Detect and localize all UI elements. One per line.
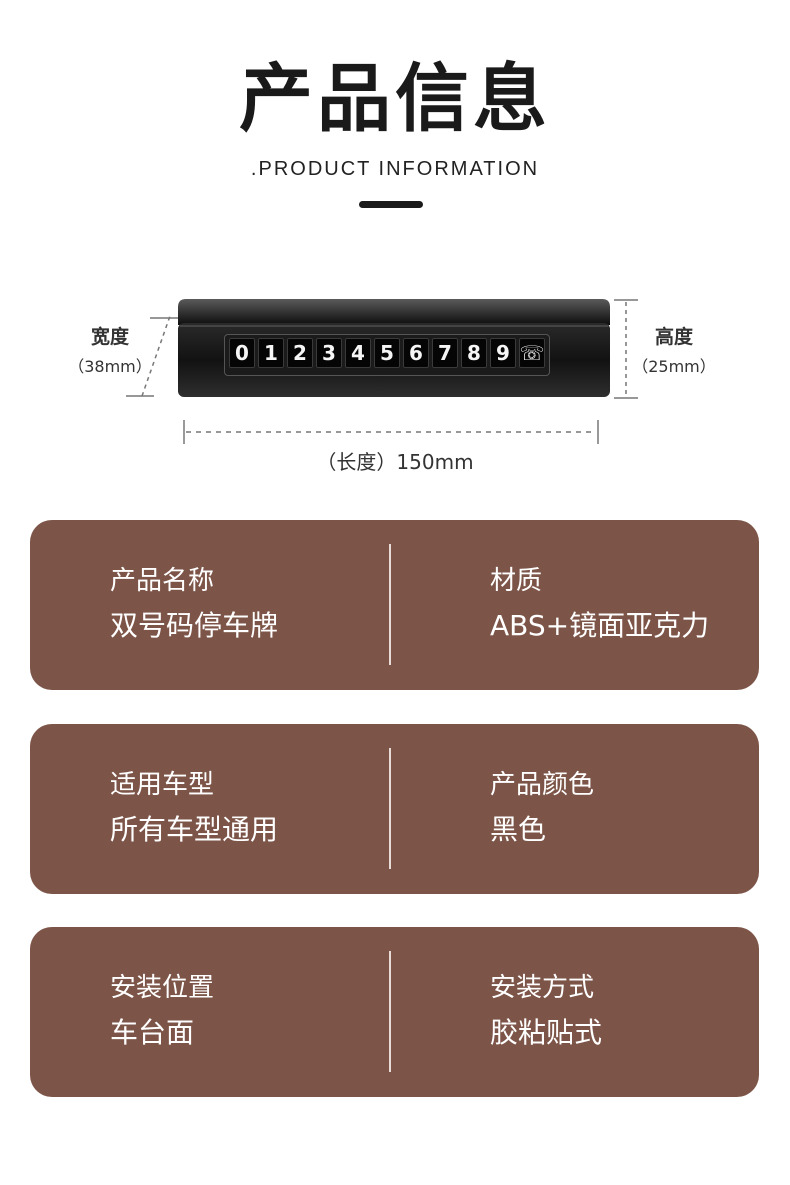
spec-value: 胶粘贴式 bbox=[490, 1016, 603, 1050]
height-value: （25mm） bbox=[632, 357, 716, 376]
digit-tile: 1 bbox=[258, 338, 284, 368]
digit-tile: 4 bbox=[345, 338, 371, 368]
spec-card: 产品名称 双号码停车牌 材质 ABS+镜面亚克力 bbox=[30, 520, 759, 690]
digit-tile: 8 bbox=[461, 338, 487, 368]
digit-tile: 9 bbox=[490, 338, 516, 368]
phone-icon: ☏ bbox=[519, 338, 545, 368]
digit-tile: 6 bbox=[403, 338, 429, 368]
length-dimension: （长度）150mm bbox=[316, 450, 474, 474]
spec-label: 产品名称 bbox=[110, 566, 215, 596]
spec-divider bbox=[389, 748, 391, 869]
digit-tile: 0 bbox=[229, 338, 255, 368]
spec-cell-right: 产品颜色 黑色 bbox=[490, 770, 594, 847]
page-subtitle: .PRODUCT INFORMATION bbox=[250, 158, 540, 180]
spec-divider bbox=[389, 951, 391, 1072]
spec-divider bbox=[389, 544, 391, 665]
spec-value: 黑色 bbox=[490, 813, 547, 847]
spec-card: 安装位置 车台面 安装方式 胶粘贴式 bbox=[30, 927, 759, 1097]
dimension-lines bbox=[126, 299, 638, 444]
width-value: （38mm） bbox=[68, 357, 152, 376]
spec-value: ABS+镜面亚克力 bbox=[490, 609, 710, 643]
digit-tile: 7 bbox=[432, 338, 458, 368]
spec-cell-left: 产品名称 双号码停车牌 bbox=[110, 566, 278, 643]
spec-card: 适用车型 所有车型通用 产品颜色 黑色 bbox=[30, 724, 759, 894]
spec-label: 安装方式 bbox=[490, 973, 595, 1003]
spec-cell-left: 安装位置 车台面 bbox=[110, 973, 214, 1050]
height-dimension: 高度 （25mm） bbox=[632, 322, 716, 377]
spec-cell-left: 适用车型 所有车型通用 bbox=[110, 770, 278, 847]
spec-label: 材质 bbox=[490, 566, 543, 596]
height-label: 高度 bbox=[654, 326, 693, 348]
spec-value: 双号码停车牌 bbox=[110, 609, 279, 643]
width-label: 宽度 bbox=[90, 326, 129, 348]
digit-tile: 3 bbox=[316, 338, 342, 368]
title-underline bbox=[359, 201, 423, 208]
spec-value: 所有车型通用 bbox=[110, 813, 279, 847]
spec-label: 产品颜色 bbox=[490, 770, 595, 800]
width-dimension: 宽度 （38mm） bbox=[68, 322, 152, 377]
spec-label: 安装位置 bbox=[110, 973, 215, 1003]
spec-cell-right: 材质 ABS+镜面亚克力 bbox=[490, 566, 709, 643]
digit-tile: 2 bbox=[287, 338, 313, 368]
spec-label: 适用车型 bbox=[110, 770, 215, 800]
spec-value: 车台面 bbox=[110, 1016, 195, 1050]
digit-tile: 5 bbox=[374, 338, 400, 368]
spec-cell-right: 安装方式 胶粘贴式 bbox=[490, 973, 602, 1050]
page-title: 产品信息 bbox=[239, 56, 551, 142]
